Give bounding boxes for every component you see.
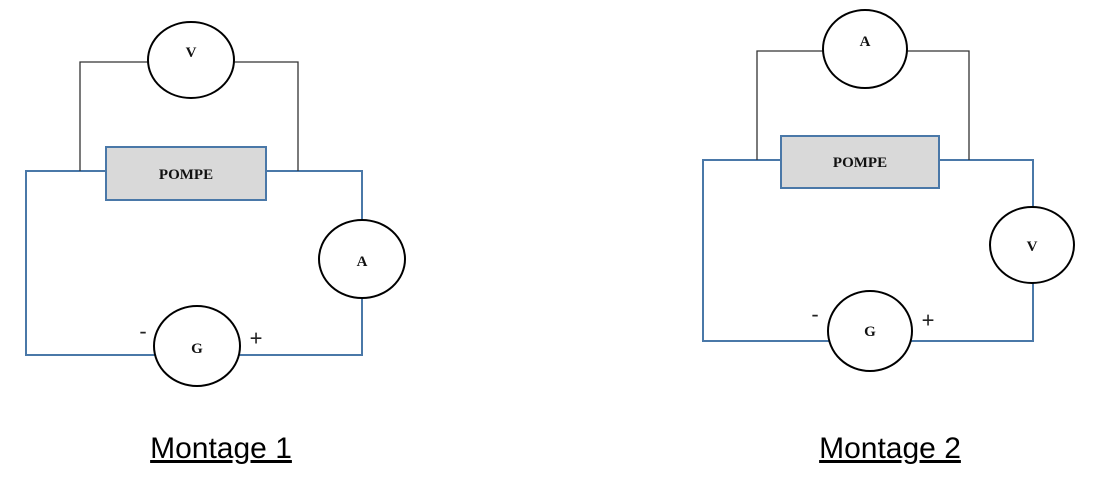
voltmeter-label: V (186, 45, 197, 61)
plus-terminal: + (922, 308, 935, 333)
ammeter (822, 9, 908, 89)
generator-label: G (191, 341, 203, 357)
generator (827, 290, 913, 372)
voltmeter-right-lead (234, 61, 299, 171)
plus-terminal: + (250, 326, 263, 351)
ammeter-label: A (357, 254, 368, 270)
voltmeter (989, 206, 1075, 284)
minus-terminal: - (139, 319, 146, 344)
voltmeter-label: V (1027, 239, 1038, 255)
ammeter-label: A (860, 34, 871, 50)
caption-montage-2: Montage 2 (819, 432, 961, 465)
caption-montage-1: Montage 1 (150, 432, 292, 465)
ammeter-right-lead (907, 50, 970, 160)
generator (153, 305, 241, 387)
voltmeter-left-lead (79, 61, 148, 171)
pump-label: POMPE (833, 155, 887, 171)
minus-terminal: - (811, 302, 818, 327)
pump-component (780, 135, 940, 189)
ammeter (318, 219, 406, 299)
montage-1: POMPE V A G - + Montage 1 (25, 21, 406, 465)
pump-component (105, 146, 267, 201)
generator-label: G (864, 324, 876, 340)
montage-2: POMPE A V G - + Montage 2 (702, 9, 1075, 465)
ammeter-left-lead (756, 50, 823, 160)
pump-label: POMPE (159, 167, 213, 183)
voltmeter (147, 21, 235, 99)
